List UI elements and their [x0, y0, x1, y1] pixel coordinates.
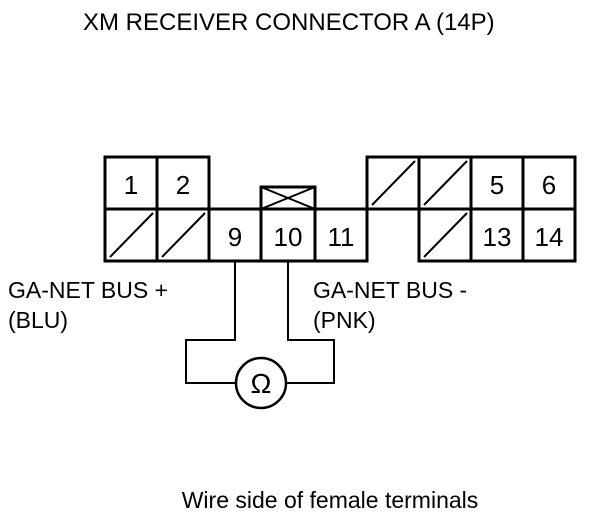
wire-right-name: GA-NET BUS - — [313, 277, 467, 303]
wire-left-name: GA-NET BUS + — [8, 277, 168, 303]
test-leads — [185, 261, 335, 384]
lead-pin-9 — [185, 261, 236, 384]
pin-6-label: 6 — [542, 170, 556, 200]
lead-pin-10 — [287, 261, 335, 384]
wire-left-color: (BLU) — [8, 307, 68, 333]
pin-1-label: 1 — [124, 170, 138, 200]
diagram-title: XM RECEIVER CONNECTOR A (14P) — [83, 9, 495, 36]
pin-14-label: 14 — [535, 222, 564, 252]
pin-11-label: 11 — [328, 222, 355, 252]
empty-cavities — [109, 160, 468, 258]
wire-right-color: (PNK) — [313, 307, 376, 333]
connector-housing — [103, 155, 577, 263]
pin-13-label: 13 — [483, 222, 512, 252]
pin-labels: 1 2 5 6 9 10 11 13 14 — [124, 170, 564, 252]
pin-10-label: 10 — [274, 222, 303, 252]
locking-tab — [259, 185, 317, 211]
pin-2-label: 2 — [176, 170, 190, 200]
ohm-icon: Ω — [251, 368, 272, 399]
pin-5-label: 5 — [490, 170, 504, 200]
pin-9-label: 9 — [228, 222, 242, 252]
pin-row-bottom-right — [417, 207, 577, 263]
diagram-caption: Wire side of female terminals — [182, 487, 479, 513]
ohmmeter-circle — [234, 356, 288, 410]
ohmmeter: Ω — [234, 356, 288, 410]
